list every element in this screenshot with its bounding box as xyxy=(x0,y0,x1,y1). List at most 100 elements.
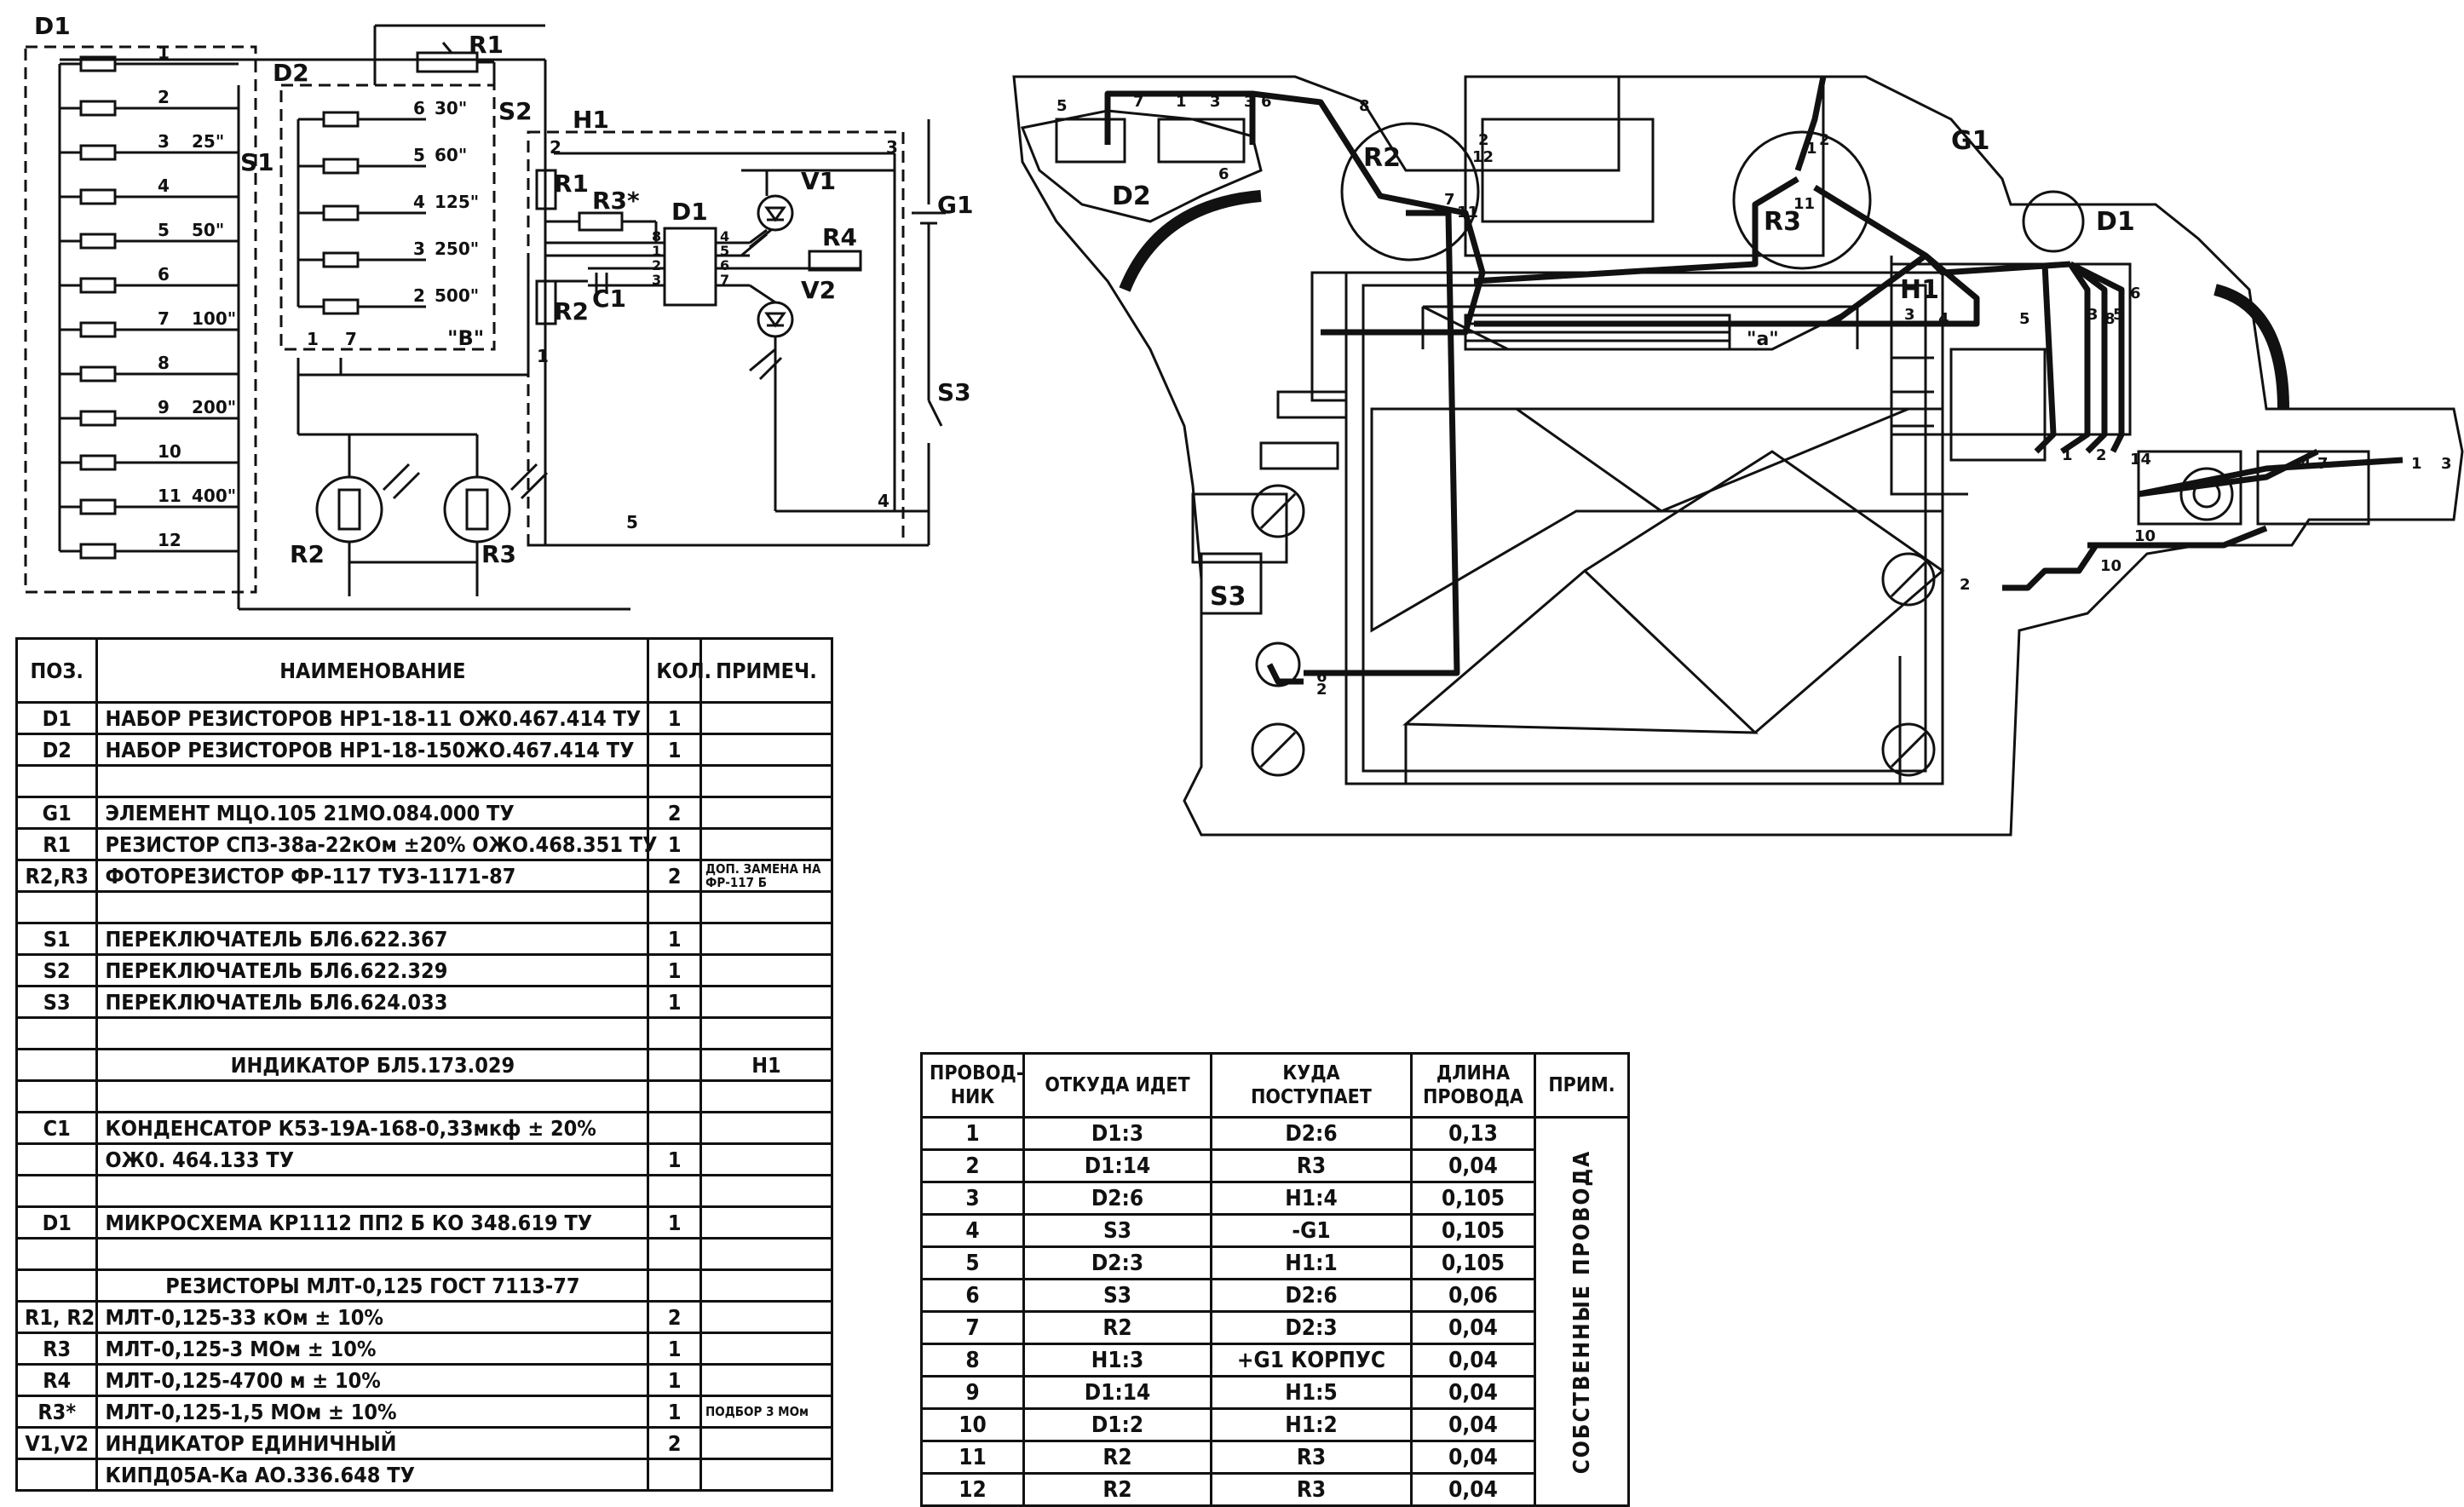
parts-cell-name: ЭЛЕМЕНТ МЦО.105 21МО.084.000 ТУ xyxy=(95,796,650,830)
d2-resistor xyxy=(322,298,360,315)
r2-label: R2 xyxy=(290,540,325,568)
wire-cell-length: 0,06 xyxy=(1410,1278,1536,1313)
parts-cell-note xyxy=(699,1142,834,1176)
asm-terminal-number: 2 xyxy=(1819,131,1830,149)
parts-cell-name: РЕЗИСТОРЫ МЛТ-0,125 ГОСТ 7113-77 xyxy=(95,1268,650,1303)
h1-label: H1 xyxy=(573,106,609,134)
s3-label: S3 xyxy=(937,378,971,406)
asm-terminal-number: 3 xyxy=(2087,306,2098,324)
parts-cell-note xyxy=(699,1237,834,1271)
asm-terminal-number: 5 xyxy=(1056,97,1068,115)
d2-value-label: 250" xyxy=(435,239,479,259)
wire-cell-conductor: 2 xyxy=(920,1148,1025,1183)
wire-cell-length: 0,04 xyxy=(1410,1310,1536,1345)
parts-cell-note xyxy=(699,890,834,924)
d2-label: D2 xyxy=(273,59,309,87)
parts-cell-name: МЛТ-0,125-4700 м ± 10% xyxy=(95,1363,650,1397)
wire-cell-length: 0,04 xyxy=(1410,1472,1536,1507)
parts-cell-note xyxy=(699,827,834,861)
asm-terminal-number: 1 xyxy=(2062,446,2073,464)
parts-header-row: ПОЗ. НАИМЕНОВАНИЕ КОЛ. ПРИМЕЧ. xyxy=(14,637,834,704)
wire-cell-length: 0,105 xyxy=(1410,1181,1536,1216)
parts-cell-note xyxy=(699,733,834,767)
parts-cell-qty: 2 xyxy=(647,1300,702,1334)
parts-cell-name: ПЕРЕКЛЮЧАТЕЛЬ БЛ6.622.329 xyxy=(95,953,650,987)
wire-cell-from: D2:3 xyxy=(1022,1245,1212,1280)
d2-pin-label: 5 xyxy=(413,145,425,165)
asm-terminal-number: 2 xyxy=(2096,446,2107,464)
g1-label: G1 xyxy=(937,191,973,219)
parts-cell-pos: R2,R3 xyxy=(14,859,99,893)
parts-cell-pos xyxy=(14,1237,99,1271)
parts-cell-note xyxy=(699,985,834,1019)
parts-row: РЕЗИСТОРЫ МЛТ-0,125 ГОСТ 7113-77 xyxy=(14,1268,834,1303)
node-label: 5 xyxy=(626,512,638,532)
parts-cell-qty: 1 xyxy=(647,922,702,956)
r2-inner-label: R2 xyxy=(554,297,589,325)
wire-cell-from: D1:14 xyxy=(1022,1148,1212,1183)
parts-cell-qty: 1 xyxy=(647,953,702,987)
asm-terminal-number: 8 xyxy=(2104,310,2116,328)
s1-label: S1 xyxy=(240,148,274,176)
parts-cell-qty: 1 xyxy=(647,1332,702,1366)
d1-resistor xyxy=(79,454,117,471)
parts-cell-name: ИНДИКАТОР БЛ5.173.029 xyxy=(95,1048,650,1082)
parts-cell-note xyxy=(699,701,834,735)
d2-value-label: 60" xyxy=(435,145,467,165)
wire-cell-from: D1:3 xyxy=(1022,1116,1212,1151)
asm-terminal-number: 11 xyxy=(1457,204,1478,221)
parts-cell-name xyxy=(95,890,650,924)
wire-cell-from: R2 xyxy=(1022,1472,1212,1507)
parts-cell-name: РЕЗИСТОР СПЗ-38а-22кОм ±20% ОЖО.468.351 … xyxy=(95,827,658,861)
asm-terminal-number: 7 xyxy=(1444,191,1455,209)
wire-cell-length: 0,04 xyxy=(1410,1343,1536,1378)
header-prim: ПРИМ. xyxy=(1534,1052,1630,1119)
d1-resistor xyxy=(79,277,117,294)
parts-cell-qty xyxy=(647,1268,702,1303)
parts-cell-name: ПЕРЕКЛЮЧАТЕЛЬ БЛ6.624.033 xyxy=(95,985,650,1019)
parts-cell-name: КИПД05А-Ка АО.336.648 ТУ xyxy=(95,1458,650,1492)
asm-terminal-number: 7 xyxy=(2317,455,2329,473)
d1-resistor xyxy=(79,188,117,205)
d1-pin-label: 5 xyxy=(158,220,170,240)
parts-cell-pos xyxy=(14,1079,99,1113)
d2-value-label: 125" xyxy=(435,192,479,212)
r1-label: R1 xyxy=(554,170,589,198)
header-pos: ПОЗ. xyxy=(14,637,99,704)
d1-pin-label: 9 xyxy=(158,397,170,417)
parts-cell-pos: S2 xyxy=(14,953,99,987)
parts-row xyxy=(14,764,834,798)
header-length: ДЛИНА ПРОВОДА xyxy=(1410,1052,1536,1119)
d2-resistor xyxy=(322,111,360,128)
asm-terminal-number: 4 xyxy=(1938,310,1949,328)
parts-cell-name: МЛТ-0,125-33 кОм ± 10% xyxy=(95,1300,650,1334)
parts-cell-pos: R1 xyxy=(14,827,99,861)
r3-label: R3 xyxy=(481,540,516,568)
header-name: НАИМЕНОВАНИЕ xyxy=(95,637,650,704)
node-label: 1 xyxy=(307,329,319,349)
chip-pin-left: 8 xyxy=(652,228,661,244)
wire-cell-from: D2:6 xyxy=(1022,1181,1212,1216)
parts-cell-qty xyxy=(647,1111,702,1145)
r4-label: R4 xyxy=(822,223,857,251)
wire-cell-length: 0,13 xyxy=(1410,1116,1536,1151)
parts-cell-pos xyxy=(14,1142,99,1176)
wire-cell-conductor: 7 xyxy=(920,1310,1025,1345)
parts-cell-name xyxy=(95,1174,650,1208)
parts-cell-pos xyxy=(14,1458,99,1492)
parts-cell-qty: 2 xyxy=(647,859,702,893)
wire-cell-conductor: 1 xyxy=(920,1116,1025,1151)
wire-cell-length: 0,04 xyxy=(1410,1440,1536,1475)
parts-cell-pos xyxy=(14,1016,99,1050)
parts-cell-note xyxy=(699,1458,834,1492)
asm-terminal-number: 3 xyxy=(2441,455,2452,473)
asm-h1-label: H1 xyxy=(1900,275,1939,305)
